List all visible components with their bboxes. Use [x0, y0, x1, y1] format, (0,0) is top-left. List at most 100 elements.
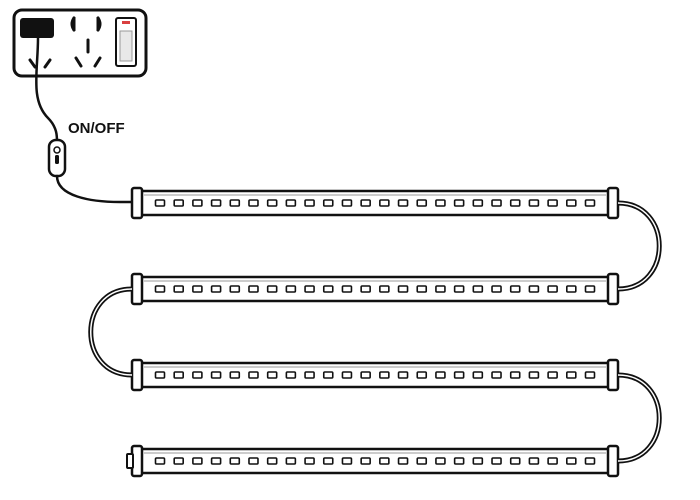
led-chip	[453, 199, 465, 207]
led-chip	[491, 371, 502, 379]
led-chip	[248, 285, 259, 293]
connector-cable-highlight	[617, 374, 660, 462]
led-chip	[547, 457, 558, 465]
led-chip	[192, 457, 203, 465]
led-chip	[341, 371, 353, 379]
led-chip	[416, 457, 428, 465]
socket-slots-right	[70, 16, 102, 68]
socket-slots-left	[28, 58, 52, 69]
led-chip	[210, 199, 222, 207]
led-chip	[304, 457, 315, 465]
led-chip	[360, 285, 371, 293]
led-chip	[435, 285, 446, 293]
led-chip	[173, 285, 184, 293]
led-chip	[173, 199, 184, 207]
led-chip	[360, 457, 371, 465]
led-chip	[379, 371, 390, 379]
led-chip	[416, 285, 428, 293]
led-chip	[341, 285, 353, 293]
led-chip	[304, 199, 315, 207]
led-chip	[509, 285, 521, 293]
led-chip	[210, 285, 222, 293]
led-chip	[360, 199, 371, 207]
led-chip	[472, 199, 484, 207]
led-chip	[528, 457, 540, 465]
bar-end-cap	[130, 272, 144, 306]
led-chip	[547, 285, 558, 293]
led-chip	[397, 457, 409, 465]
switch-to-bar-cable	[55, 174, 134, 204]
led-chip	[491, 199, 502, 207]
led-chip	[472, 371, 484, 379]
led-chip	[528, 285, 540, 293]
led-chip	[266, 199, 278, 207]
led-chip	[210, 457, 222, 465]
led-chip	[154, 199, 166, 207]
led-chip	[472, 457, 484, 465]
led-chip	[229, 285, 241, 293]
bar-end-cap	[130, 186, 144, 220]
led-chip	[453, 371, 465, 379]
led-chip	[547, 199, 558, 207]
led-chip	[472, 285, 484, 293]
led-chip	[229, 371, 241, 379]
led-chip	[192, 285, 203, 293]
led-chip	[154, 457, 166, 465]
led-chip	[397, 199, 409, 207]
led-chip	[229, 457, 241, 465]
led-chip	[435, 199, 446, 207]
led-chip	[509, 371, 521, 379]
led-chip	[379, 199, 390, 207]
led-chip	[584, 285, 596, 293]
connector-cable	[617, 200, 662, 292]
bar-open-end	[126, 453, 134, 469]
led-chip	[285, 199, 297, 207]
bar-end-cap	[606, 358, 620, 392]
led-chip	[379, 457, 390, 465]
led-chip	[453, 285, 465, 293]
led-chip	[584, 199, 596, 207]
led-chip	[584, 371, 596, 379]
led-chip	[154, 285, 166, 293]
led-chip	[453, 457, 465, 465]
led-bars	[126, 186, 620, 478]
led-chip	[322, 457, 334, 465]
led-chip	[397, 285, 409, 293]
led-chip	[248, 457, 259, 465]
led-chip	[304, 371, 315, 379]
connector-cable-highlight	[90, 288, 133, 376]
inline-switch	[47, 138, 67, 178]
connector-cable	[88, 286, 133, 378]
led-chip	[528, 199, 540, 207]
led-chip	[566, 199, 577, 207]
led-chip	[566, 285, 577, 293]
led-chip	[285, 285, 297, 293]
led-chip	[248, 199, 259, 207]
led-chip	[341, 457, 353, 465]
led-bar	[130, 272, 620, 306]
led-chip	[379, 285, 390, 293]
led-chip	[435, 371, 446, 379]
led-chip	[435, 457, 446, 465]
led-chip	[416, 199, 428, 207]
led-chip	[210, 371, 222, 379]
bar-connector-cables	[88, 200, 662, 464]
led-chip	[285, 457, 297, 465]
power-outlet	[12, 8, 148, 78]
led-chip	[509, 457, 521, 465]
led-chip	[266, 285, 278, 293]
led-chip	[266, 371, 278, 379]
bar-end-cap	[130, 358, 144, 392]
led-chip	[360, 371, 371, 379]
connector-cable	[617, 372, 662, 464]
power-cable	[35, 36, 59, 147]
led-chip	[229, 199, 241, 207]
led-chip	[322, 285, 334, 293]
led-chip	[304, 285, 315, 293]
led-chip	[322, 199, 334, 207]
led-bar	[126, 444, 620, 478]
led-chip	[416, 371, 428, 379]
led-chip	[397, 371, 409, 379]
led-chip	[173, 371, 184, 379]
